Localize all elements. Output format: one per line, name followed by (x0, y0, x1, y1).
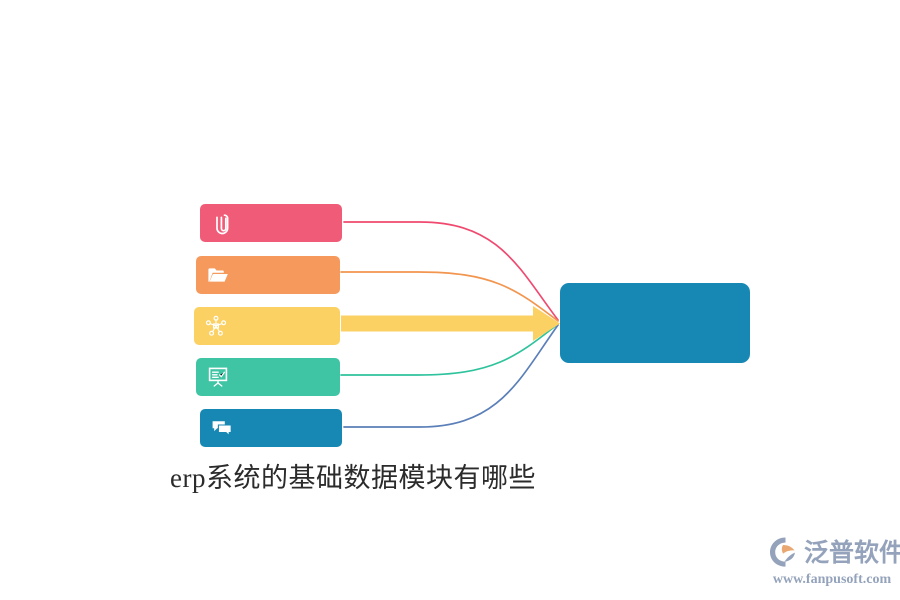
connector-documents (340, 271, 559, 322)
caption-text: erp系统的基础数据模块有哪些 (170, 463, 536, 493)
source-bar-network[interactable] (194, 307, 340, 345)
watermark: 泛普软件 www.fanpusoft.com (768, 534, 900, 592)
connector-network-arrow (341, 306, 560, 341)
watermark-row: 泛普软件 (768, 534, 900, 570)
source-bar-documents[interactable] (196, 256, 340, 294)
watermark-url: www.fanpusoft.com (772, 572, 892, 587)
source-bar-presentation[interactable] (196, 358, 340, 396)
paperclip-icon (216, 214, 229, 235)
target-box[interactable] (560, 283, 750, 363)
chat-bubbles-icon (212, 421, 232, 437)
watermark-brand-name: 泛普软件 (804, 537, 900, 567)
network-hub-icon (205, 315, 227, 336)
source-bar-chat[interactable] (200, 409, 342, 447)
connector-chat (343, 324, 559, 428)
connector-attachment (343, 221, 559, 321)
presentation-board-icon (208, 367, 228, 387)
connector-presentation (340, 323, 559, 376)
fanpu-logo-icon (770, 537, 795, 567)
source-bar-attachment[interactable] (200, 204, 342, 242)
open-folder-icon (208, 268, 228, 282)
